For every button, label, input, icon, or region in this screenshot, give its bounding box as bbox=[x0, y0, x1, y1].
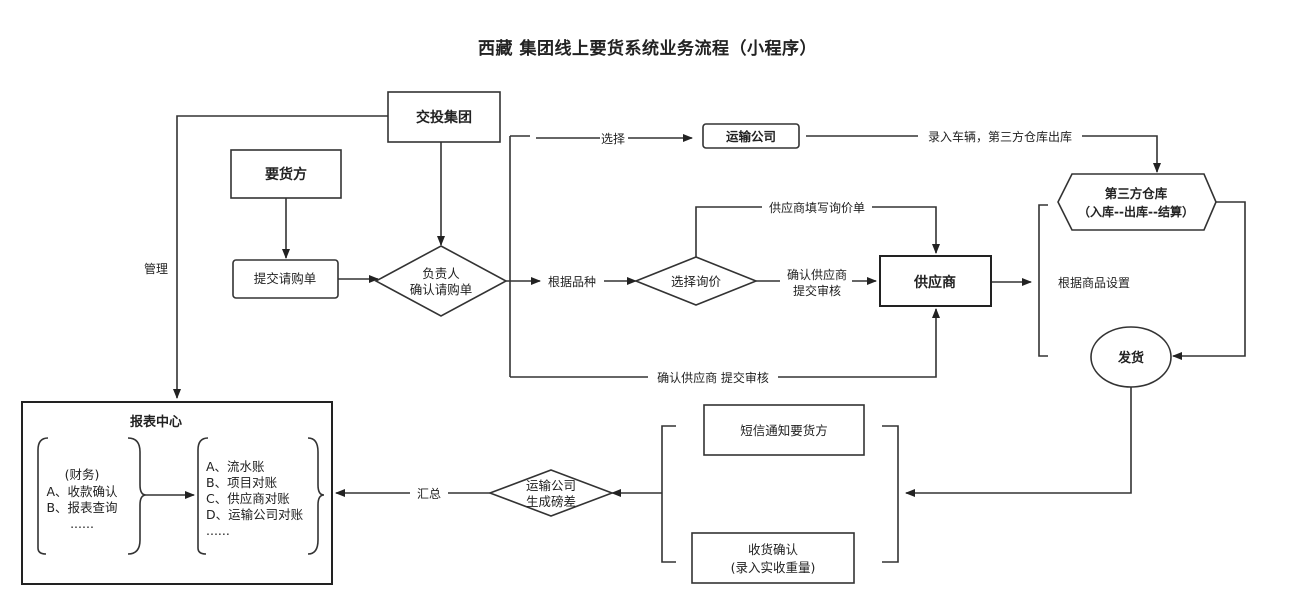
edge-inquiry-loop-b bbox=[872, 206, 940, 254]
label-confirm-bottom: 确认供应商 提交审核 bbox=[657, 370, 769, 385]
report-left-item: (财务) bbox=[65, 467, 100, 482]
report-right-item: A、流水账 bbox=[206, 459, 265, 474]
report-right-item: D、运输公司对账 bbox=[206, 507, 304, 522]
node-supplier: 供应商 bbox=[879, 255, 992, 307]
node-sms-notify: 短信通知要货方 bbox=[703, 404, 865, 456]
edge-labels: 管理 选择 录入车辆，第三方仓库出库 供应商填写询价单 根据品种 确认供应商 提… bbox=[144, 129, 1130, 501]
node-weigh-diff-line1: 运输公司 bbox=[526, 478, 576, 493]
edges bbox=[173, 115, 1246, 563]
page-title: 西藏 集团线上要货系统业务流程（小程序） bbox=[478, 39, 817, 59]
label-product-setting: 根据商品设置 bbox=[1058, 275, 1130, 290]
label-management: 管理 bbox=[144, 261, 168, 276]
node-inquiry: 选择询价 bbox=[633, 256, 759, 306]
node-transport-label: 运输公司 bbox=[726, 129, 776, 144]
node-submit-request: 提交请购单 bbox=[232, 259, 339, 299]
node-ship-label: 发货 bbox=[1117, 350, 1144, 366]
label-register-vehicle: 录入车辆，第三方仓库出库 bbox=[928, 129, 1072, 144]
report-left-item: B、报表查询 bbox=[46, 500, 117, 515]
node-receipt-line2: (录入实收重量) bbox=[731, 560, 816, 575]
node-submit-request-label: 提交请购单 bbox=[254, 271, 317, 286]
label-confirm-supplier-2: 提交审核 bbox=[793, 283, 841, 298]
node-transport: 运输公司 bbox=[702, 123, 800, 149]
node-receipt-line1: 收货确认 bbox=[748, 542, 799, 557]
report-right-item: B、项目对账 bbox=[206, 475, 278, 490]
bracket-notify-left bbox=[661, 425, 676, 563]
bracket-product-setting bbox=[1038, 204, 1048, 357]
node-yaohuofang-label: 要货方 bbox=[265, 166, 307, 183]
report-left-brace-open bbox=[37, 437, 49, 555]
node-weigh-diff: 运输公司 生成磅差 bbox=[487, 469, 615, 517]
bracket-notify-right bbox=[882, 425, 899, 563]
edge-branch-bottom-to-supplier bbox=[778, 308, 940, 378]
edge-transport-to-warehouse bbox=[1082, 135, 1161, 173]
node-ship: 发货 bbox=[1090, 326, 1172, 388]
edge-warehouse-to-ship bbox=[1172, 201, 1246, 360]
label-select: 选择 bbox=[601, 132, 625, 146]
report-center-title: 报表中心 bbox=[130, 414, 182, 430]
report-left-item: A、收款确认 bbox=[46, 484, 118, 499]
report-right-brace-open bbox=[197, 437, 209, 555]
label-confirm-supplier-1: 确认供应商 bbox=[787, 267, 847, 282]
report-right-item: ...... bbox=[206, 523, 230, 538]
report-left-item: ...... bbox=[70, 516, 94, 531]
report-center: 报表中心 (财务) A、收款确认 B、报表查询 ...... A、流水账 B、项… bbox=[21, 401, 333, 585]
node-sms-notify-label: 短信通知要货方 bbox=[740, 423, 828, 438]
node-supplier-label: 供应商 bbox=[913, 274, 956, 291]
node-jiaotou: 交投集团 bbox=[387, 91, 501, 143]
label-by-category: 根据品种 bbox=[548, 275, 596, 289]
node-yaohuofang: 要货方 bbox=[230, 149, 342, 199]
edge-inquiry-loop-a bbox=[695, 206, 762, 257]
node-approver: 负责人 确认请购单 bbox=[374, 245, 508, 317]
edge-management bbox=[173, 115, 388, 399]
node-weigh-diff-line2: 生成磅差 bbox=[526, 494, 576, 509]
node-inquiry-label: 选择询价 bbox=[671, 274, 722, 289]
label-supplier-fill: 供应商填写询价单 bbox=[769, 200, 865, 215]
node-jiaotou-label: 交投集团 bbox=[416, 109, 472, 126]
node-approver-line2: 确认请购单 bbox=[410, 282, 473, 297]
node-warehouse-line2: （入库--出库--结算） bbox=[1078, 204, 1194, 219]
label-summary: 汇总 bbox=[417, 487, 441, 501]
edge-ship-to-notify bbox=[905, 387, 1132, 497]
node-warehouse: 第三方仓库 （入库--出库--结算） bbox=[1057, 173, 1217, 231]
report-right-item: C、供应商对账 bbox=[206, 491, 290, 506]
node-warehouse-line1: 第三方仓库 bbox=[1105, 186, 1168, 201]
node-approver-line1: 负责人 bbox=[422, 266, 460, 281]
report-right-brace-close bbox=[307, 437, 325, 555]
node-receipt-confirm: 收货确认 (录入实收重量) bbox=[691, 532, 855, 584]
